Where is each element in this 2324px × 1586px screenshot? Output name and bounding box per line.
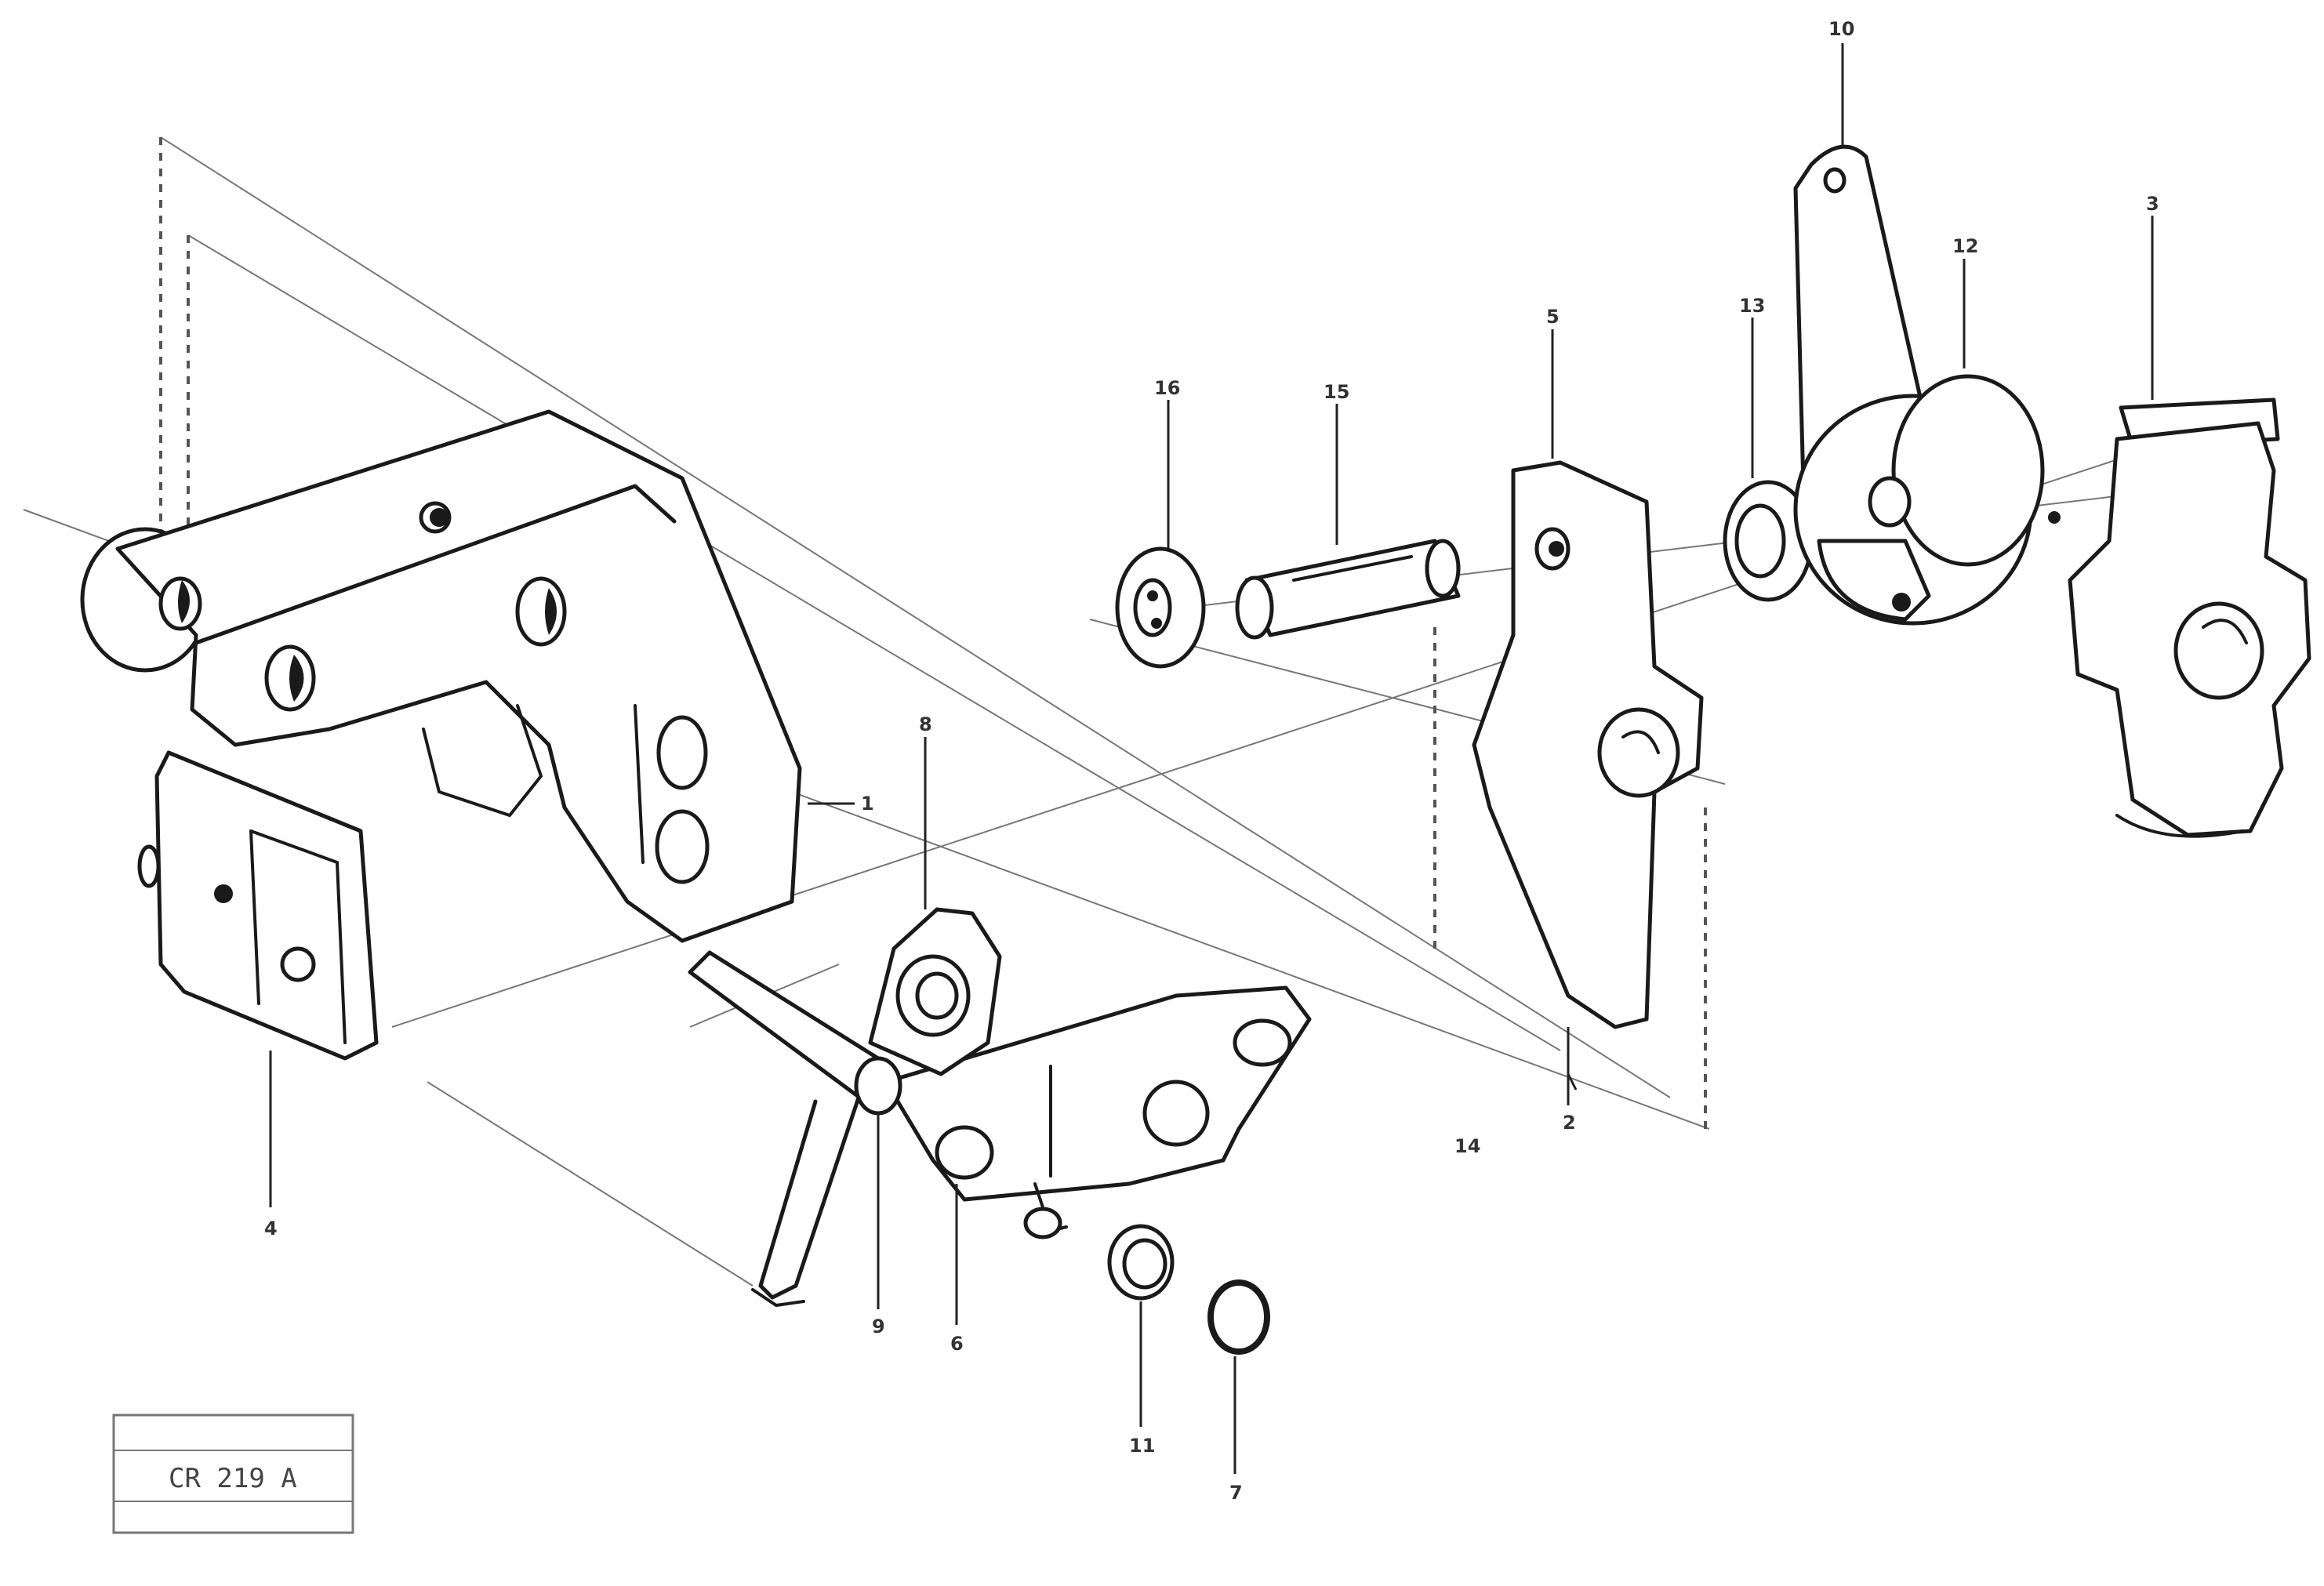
callout-7: 7: [1229, 1482, 1243, 1504]
sleeve: [1235, 539, 1461, 640]
cam-plate: [1472, 460, 1704, 1029]
callout-13: 13: [1739, 295, 1765, 317]
washers-lower: [1023, 1207, 1270, 1355]
main-bracket: [80, 409, 802, 943]
callout-3: 3: [2146, 193, 2159, 215]
callout-4: 4: [264, 1218, 278, 1239]
callout-labels: 10 3 12 13 5 15 16 1 8 4 9 6 11 7 2 14: [264, 18, 2159, 1504]
callout-5: 5: [1546, 306, 1560, 328]
callout-16: 16: [1154, 377, 1180, 399]
eye-bracket: [868, 907, 1002, 1076]
callout-15: 15: [1324, 381, 1349, 403]
callout-10: 10: [1828, 18, 1854, 40]
ring-washer: [1723, 480, 1814, 602]
drum-hub: [1793, 374, 2061, 626]
lever-link: [884, 985, 1312, 1233]
flat-plate: [137, 750, 379, 1061]
callout-9: 9: [872, 1316, 885, 1337]
callout-11: 11: [1129, 1435, 1155, 1457]
callout-12: 12: [1952, 235, 1978, 257]
callout-6: 6: [950, 1333, 964, 1355]
right-bracket: [2068, 397, 2311, 838]
leader-lines: [269, 43, 2154, 1474]
callout-2: 2: [1563, 1112, 1576, 1134]
bent-pin: [688, 950, 902, 1308]
reference-stamp: CR 219 A: [112, 1414, 354, 1534]
callout-8: 8: [919, 713, 932, 735]
stamp-code: CR 219 A: [169, 1463, 297, 1494]
bolt-head: [1115, 546, 1206, 669]
callout-14: 14: [1454, 1135, 1480, 1157]
callout-1: 1: [861, 793, 874, 815]
